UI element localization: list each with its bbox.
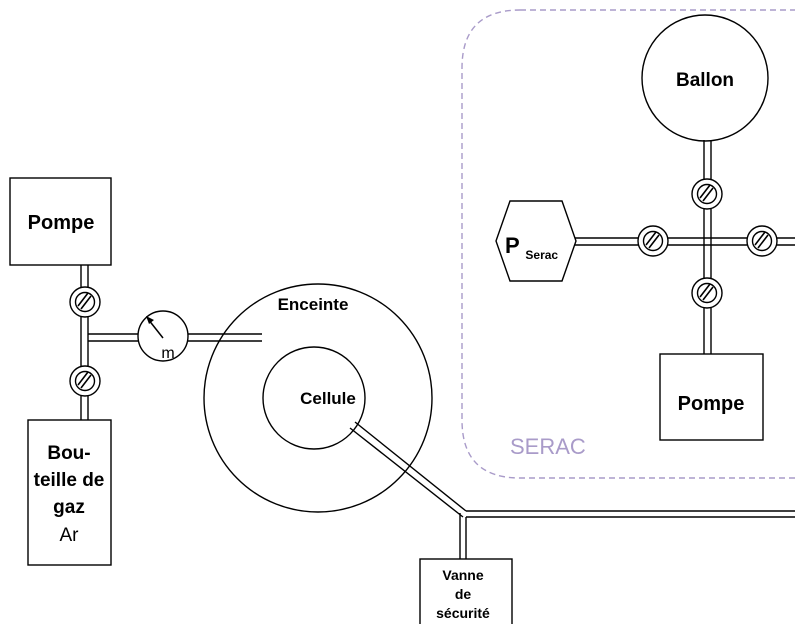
pserac-hexagon <box>495 200 577 282</box>
pompe-left-box <box>9 177 112 266</box>
manometer-to-enceinte-pipe <box>188 333 262 342</box>
bouteille-label-4: Ar <box>60 525 80 546</box>
left-horizontal-pipe <box>88 333 139 342</box>
valve-serac-right[interactable] <box>746 225 778 257</box>
gauge-arrow-icon <box>146 316 164 339</box>
cellule-label: Cellule <box>300 389 356 408</box>
pserac-label: P Serac <box>505 233 558 262</box>
manometer-label: m <box>161 345 174 362</box>
serac-region-border <box>461 9 795 479</box>
ballon-circle <box>641 14 769 142</box>
valve-left-lower[interactable] <box>69 365 101 397</box>
valve-serac-top[interactable] <box>691 178 723 210</box>
vanne-securite-box <box>419 558 513 624</box>
cellule-diagonal-pipe <box>349 421 467 518</box>
valve-serac-bottom[interactable] <box>691 277 723 309</box>
bottom-horizontal-pipe <box>466 510 795 518</box>
manometer-circle <box>137 310 189 362</box>
bouteille-gaz-box <box>27 419 112 566</box>
ballon-label: Ballon <box>676 70 734 91</box>
serac-vertical-pipe <box>703 140 712 355</box>
bouteille-label-3: gaz <box>53 497 85 518</box>
bouteille-label-2: teille de <box>34 470 105 491</box>
pompe-right-label: Pompe <box>678 393 745 415</box>
enceinte-circle <box>203 283 433 513</box>
pserac-sub: Serac <box>525 248 558 262</box>
bouteille-label-1: Bou- <box>47 443 90 464</box>
vanne-label-1: Vanne <box>442 567 483 583</box>
pserac-main: P <box>505 233 519 258</box>
enceinte-label: Enceinte <box>278 295 349 314</box>
vanne-pipe <box>459 513 467 560</box>
cellule-circle <box>262 346 366 450</box>
serac-label: SERAC <box>510 434 586 459</box>
valve-left-upper[interactable] <box>69 286 101 318</box>
pompe-right-box <box>659 353 764 441</box>
vanne-label-3: sécurité <box>436 605 490 621</box>
vanne-label-2: de <box>455 586 472 602</box>
pompe-left-label: Pompe <box>28 212 95 234</box>
valve-serac-left[interactable] <box>637 225 669 257</box>
